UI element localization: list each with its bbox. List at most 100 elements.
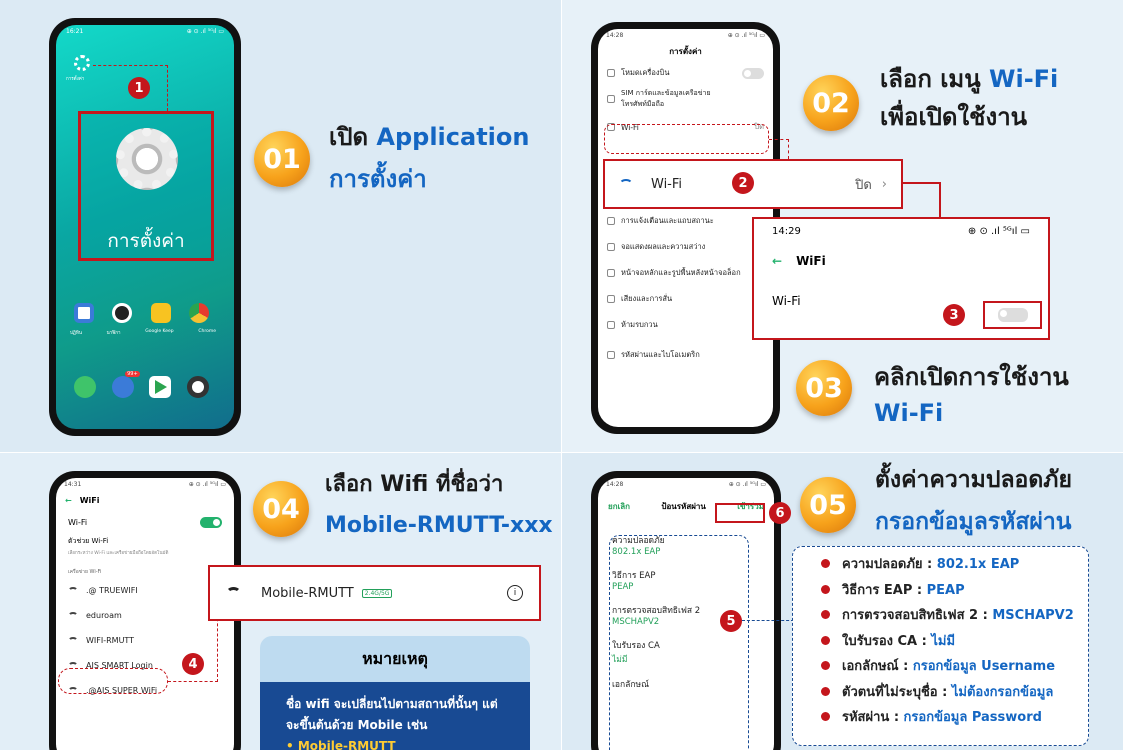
settings-item-dnd[interactable]: ห้ามรบกวน — [598, 312, 773, 338]
step-05-heading-line2: กรอกข้อมูลรหัสผ่าน — [875, 509, 1072, 535]
step-6-marker: 6 — [769, 502, 791, 524]
wifi-list-screen: 14:31⊕ ⊙ .ıl ⁵ᴳıl ▭ ←WiFi Wi-Fi ตัวช่วย … — [56, 478, 234, 750]
notification-icon — [607, 217, 615, 225]
step-02-heading-line1: เลือก เมนู Wi-Fi — [880, 65, 1059, 93]
summary-item: ความปลอดภัย : 802.1x EAP — [793, 551, 1088, 577]
summary-item: รหัสผ่าน : กรอกข้อมูล Password — [793, 704, 1088, 730]
wallpaper-icon — [607, 269, 615, 277]
status-icons: ⊕ ⊙ .ıl ⁵ᴳıl ▭ — [188, 481, 226, 488]
wifi-label: Wi-Fi — [68, 518, 88, 527]
app-label-calendar: ปฏิทิน — [70, 331, 82, 336]
step-badge-03: 03 — [796, 360, 852, 416]
chevron-right-icon: › — [881, 176, 887, 192]
field-identity[interactable]: เอกลักษณ์ — [612, 680, 650, 690]
settings-item-sim[interactable]: SIM การ์ดและข้อมูลเครือข่าย โทรศัพท์มือถ… — [598, 84, 773, 114]
display-icon — [607, 243, 615, 251]
network-item[interactable]: AIS SMART Login — [56, 653, 234, 678]
app-row — [74, 303, 209, 323]
screen-title: ป้อนรหัสผ่าน — [661, 502, 706, 511]
settings-app-highlight[interactable]: การตั้งค่า — [78, 111, 214, 261]
clock-icon[interactable] — [112, 303, 133, 323]
wifi-icon — [68, 636, 78, 645]
summary-item: เอกลักษณ์ : กรอกข้อมูล Username — [793, 653, 1088, 679]
step-03-heading-line1: คลิกเปิดการใช้งาน — [874, 363, 1069, 391]
settings-title: การตั้งค่า — [669, 47, 702, 56]
wifi-toggle-highlight[interactable] — [983, 301, 1042, 329]
calendar-icon[interactable] — [74, 303, 94, 323]
chrome-icon[interactable] — [188, 303, 209, 323]
network-item[interactable]: eduroam — [56, 603, 234, 628]
lock-icon — [607, 351, 615, 359]
wifi-assist-desc: เลือกระหว่าง Wi-Fi และเครือข่ายมือถือโดย… — [68, 551, 169, 556]
messages-icon[interactable]: 99+ — [111, 371, 140, 398]
wifi-icon — [619, 178, 633, 190]
status-icons: ⊕ ⊙ .ıl ⁵ᴳıl ▭ — [186, 28, 224, 35]
step-03-heading-line2: Wi-Fi — [874, 399, 944, 427]
network-zoom-row[interactable]: Mobile-RMUTT 2.4G/5G i — [208, 565, 541, 621]
panel-time: 14:29 — [772, 226, 801, 237]
note-title: หมายเหตุ — [260, 636, 530, 682]
wifi-toggle[interactable] — [997, 308, 1028, 322]
connector-line — [769, 139, 789, 159]
cancel-button[interactable]: ยกเลิก — [608, 502, 631, 511]
step-05-panel: 14:28⊕ ⊙ .ıl ⁵ᴳıl ▭ ยกเลิก ป้อนรหัสผ่าน … — [562, 453, 1123, 750]
settings-item-airplane[interactable]: โหมดเครื่องบิน — [598, 62, 773, 84]
step-1-marker: 1 — [128, 77, 150, 99]
note-box: หมายเหตุ ชื่อ wifi จะเปลี่ยนไปตามสถานที่… — [260, 636, 530, 750]
camera-icon[interactable] — [186, 376, 209, 398]
step-04-heading-line2: Mobile-RMUTT-xxx — [325, 513, 553, 538]
airplane-icon — [607, 69, 615, 77]
phone-icon[interactable] — [74, 376, 96, 398]
wifi-icon — [226, 587, 241, 599]
keep-icon[interactable] — [150, 303, 171, 323]
connector-line — [217, 598, 218, 682]
network-item[interactable]: WIFI-RMUTT — [56, 628, 234, 653]
settings-item-wallpaper[interactable]: หน้าจอหลักและรูปพื้นหลังหน้าจอล็อก — [598, 260, 773, 286]
settings-item-password[interactable]: รหัสผ่านและไบโอเมตริก — [598, 338, 773, 372]
sound-icon — [607, 295, 615, 303]
info-icon[interactable]: i — [507, 585, 523, 601]
step-2-marker: 2 — [732, 172, 754, 194]
settings-big-label: การตั้งค่า — [107, 230, 185, 252]
join-button[interactable]: เข้าร่วม — [737, 502, 764, 511]
settings-screen: 14:28⊕ ⊙ .ıl ⁵ᴳıl ▭ การตั้งค่า โหมดเครื่… — [598, 29, 773, 427]
step-3-marker: 3 — [943, 304, 965, 326]
summary-item: วิธีการ EAP : PEAP — [793, 577, 1088, 603]
fields-dashed-highlight — [609, 535, 749, 750]
wifi-assist-title: ตัวช่วย Wi-Fi — [68, 537, 109, 545]
step-5-marker: 5 — [720, 610, 742, 632]
networks-header: เครือข่าย Wi-Fi — [68, 569, 102, 575]
phone-frame: 14:28⊕ ⊙ .ıl ⁵ᴳıl ▭ ยกเลิก ป้อนรหัสผ่าน … — [591, 471, 781, 750]
play-store-icon[interactable] — [149, 376, 172, 398]
back-arrow-icon[interactable]: ← — [65, 496, 72, 505]
step-badge-04: 04 — [253, 481, 309, 537]
settings-gear-icon — [116, 128, 178, 190]
settings-item-display[interactable]: จอแสดงผลและความสว่าง — [598, 234, 773, 260]
wifi-icon — [68, 611, 78, 620]
dock: 99+ — [74, 371, 209, 398]
network-item[interactable]: .@AIS SUPER WiFi — [56, 678, 234, 703]
wifi-toggle-on[interactable] — [200, 517, 222, 528]
settings-item-notifications[interactable]: การแจ้งเตือนและแถบสถานะ — [598, 208, 773, 234]
password-screen: 14:28⊕ ⊙ .ıl ⁵ᴳıl ▭ ยกเลิก ป้อนรหัสผ่าน … — [598, 478, 774, 750]
screen-title: WiFi — [79, 496, 100, 505]
settings-icon-small[interactable] — [74, 55, 90, 71]
band-tag: 2.4G/5G — [361, 588, 393, 598]
airplane-toggle[interactable] — [742, 67, 764, 79]
network-item[interactable]: .@ TRUEWIFI — [56, 578, 234, 603]
step-01-heading-line1: เปิด Application — [329, 123, 530, 151]
step-01-heading-line2: การตั้งค่า — [329, 165, 427, 193]
connector-line — [903, 182, 941, 217]
back-arrow-icon[interactable]: ← — [772, 254, 783, 268]
settings-item-sound[interactable]: เสียงและการสั่น — [598, 286, 773, 312]
notification-badge: 99+ — [125, 371, 140, 377]
step-4-marker: 4 — [182, 653, 204, 675]
app-label-clock: นาฬิกา — [106, 331, 121, 336]
note-example: • Mobile-RMUTT — [286, 739, 396, 750]
wifi-item-dashed-highlight — [604, 124, 769, 154]
settings-summary-box: ความปลอดภัย : 802.1x EAP วิธีการ EAP : P… — [792, 546, 1089, 746]
